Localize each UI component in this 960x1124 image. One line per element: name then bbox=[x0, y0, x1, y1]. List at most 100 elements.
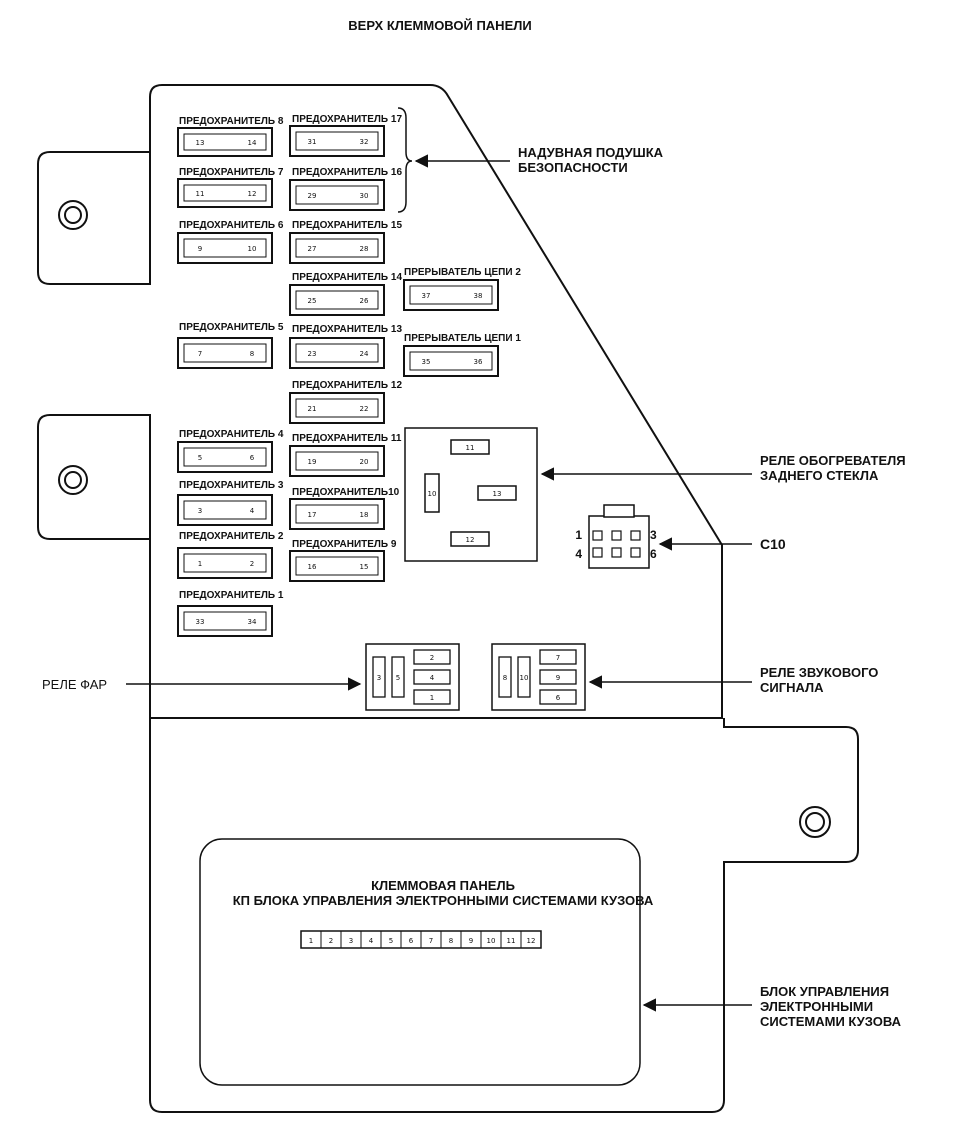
svg-text:РЕЛЕ ЗВУКОВОГО: РЕЛЕ ЗВУКОВОГО bbox=[760, 665, 878, 680]
svg-text:ПРЕДОХРАНИТЕЛЬ 8: ПРЕДОХРАНИТЕЛЬ 8 bbox=[179, 116, 284, 127]
bcm-pin: 3 bbox=[340, 931, 353, 948]
svg-text:36: 36 bbox=[474, 358, 483, 366]
svg-text:33: 33 bbox=[196, 618, 205, 626]
bcm-pin: 12 bbox=[520, 931, 536, 948]
svg-text:ПРЕРЫВАТЕЛЬ ЦЕПИ 1: ПРЕРЫВАТЕЛЬ ЦЕПИ 1 bbox=[404, 333, 521, 344]
svg-text:3: 3 bbox=[198, 507, 202, 515]
svg-text:12: 12 bbox=[466, 536, 475, 544]
bcm-pin: 9 bbox=[460, 931, 473, 948]
svg-text:12: 12 bbox=[527, 937, 536, 945]
svg-text:20: 20 bbox=[360, 458, 369, 466]
fuse-5: ПРЕДОХРАНИТЕЛЬ 5 7 8 bbox=[177, 322, 284, 369]
svg-text:ПРЕДОХРАНИТЕЛЬ 16: ПРЕДОХРАНИТЕЛЬ 16 bbox=[292, 167, 402, 178]
svg-text:29: 29 bbox=[308, 192, 317, 200]
svg-text:ПРЕДОХРАНИТЕЛЬ 1: ПРЕДОХРАНИТЕЛЬ 1 bbox=[179, 590, 284, 601]
svg-text:10: 10 bbox=[520, 674, 529, 682]
svg-text:13: 13 bbox=[196, 139, 205, 147]
svg-text:БЕЗОПАСНОСТИ: БЕЗОПАСНОСТИ bbox=[518, 160, 628, 175]
fuse-15: ПРЕДОХРАНИТЕЛЬ 15 27 28 bbox=[289, 220, 402, 264]
svg-text:ПРЕДОХРАНИТЕЛЬ 13: ПРЕДОХРАНИТЕЛЬ 13 bbox=[292, 324, 402, 335]
svg-text:17: 17 bbox=[308, 511, 317, 519]
panel-lower-body bbox=[149, 718, 859, 1113]
svg-text:9: 9 bbox=[556, 674, 560, 682]
airbag-callout: НАДУВНАЯ ПОДУШКА БЕЗОПАСНОСТИ bbox=[518, 145, 664, 175]
svg-text:ПРЕДОХРАНИТЕЛЬ 15: ПРЕДОХРАНИТЕЛЬ 15 bbox=[292, 220, 402, 231]
bcm-pin: 5 bbox=[380, 931, 393, 948]
fuse-10: ПРЕДОХРАНИТЕЛЬ10 17 18 bbox=[289, 487, 400, 530]
c10-connector: 1 3 4 6 bbox=[575, 504, 657, 569]
mounting-hole-icon bbox=[58, 465, 88, 495]
bcm-pin: 1 bbox=[309, 937, 313, 945]
svg-text:ПРЕДОХРАНИТЕЛЬ 4: ПРЕДОХРАНИТЕЛЬ 4 bbox=[179, 429, 284, 440]
svg-text:37: 37 bbox=[422, 292, 431, 300]
fuse-13: ПРЕДОХРАНИТЕЛЬ 13 23 24 bbox=[289, 324, 402, 369]
svg-text:ЗАДНЕГО СТЕКЛА: ЗАДНЕГО СТЕКЛА bbox=[760, 468, 879, 483]
svg-text:18: 18 bbox=[360, 511, 369, 519]
fuse-11: ПРЕДОХРАНИТЕЛЬ 11 19 20 bbox=[289, 433, 402, 477]
svg-text:5: 5 bbox=[198, 454, 202, 462]
svg-text:5: 5 bbox=[389, 937, 393, 945]
c10-callout: C10 bbox=[760, 536, 786, 552]
svg-text:11: 11 bbox=[466, 444, 475, 452]
svg-text:14: 14 bbox=[248, 139, 257, 147]
page-title: ВЕРХ КЛЕММОВОЙ ПАНЕЛИ bbox=[348, 18, 531, 33]
svg-text:2: 2 bbox=[430, 654, 434, 662]
bcm-callout: БЛОК УПРАВЛЕНИЯ ЭЛЕКТРОННЫМИ СИСТЕМАМИ К… bbox=[760, 984, 902, 1029]
fuse-14: ПРЕДОХРАНИТЕЛЬ 14 25 26 bbox=[289, 272, 402, 316]
svg-text:2: 2 bbox=[250, 560, 254, 568]
svg-text:4: 4 bbox=[369, 937, 374, 945]
fuse-1: ПРЕДОХРАНИТЕЛЬ 1 33 34 bbox=[177, 590, 284, 637]
svg-text:10: 10 bbox=[487, 937, 496, 945]
svg-text:7: 7 bbox=[198, 350, 202, 358]
bcm-pin: 2 bbox=[320, 931, 333, 948]
svg-text:28: 28 bbox=[360, 245, 369, 253]
fuse-9: ПРЕДОХРАНИТЕЛЬ 9 16 15 bbox=[289, 539, 397, 582]
rear-window-relay-callout: РЕЛЕ ОБОГРЕВАТЕЛЯ ЗАДНЕГО СТЕКЛА bbox=[760, 453, 906, 483]
svg-text:ПРЕДОХРАНИТЕЛЬ10: ПРЕДОХРАНИТЕЛЬ10 bbox=[292, 487, 400, 498]
svg-text:8: 8 bbox=[449, 937, 453, 945]
svg-text:1: 1 bbox=[198, 560, 202, 568]
svg-text:10: 10 bbox=[428, 490, 437, 498]
svg-text:15: 15 bbox=[360, 563, 369, 571]
svg-text:ПРЕДОХРАНИТЕЛЬ 5: ПРЕДОХРАНИТЕЛЬ 5 bbox=[179, 322, 284, 333]
svg-text:12: 12 bbox=[248, 190, 257, 198]
svg-text:26: 26 bbox=[360, 297, 369, 305]
svg-text:ПРЕДОХРАНИТЕЛЬ 2: ПРЕДОХРАНИТЕЛЬ 2 bbox=[179, 531, 284, 542]
svg-text:2: 2 bbox=[329, 937, 333, 945]
svg-text:РЕЛЕ ОБОГРЕВАТЕЛЯ: РЕЛЕ ОБОГРЕВАТЕЛЯ bbox=[760, 453, 906, 468]
fuse-7: ПРЕДОХРАНИТЕЛЬ 7 11 12 bbox=[177, 167, 284, 208]
bcm-pin: 6 bbox=[400, 931, 414, 948]
bcm-panel-subtitle: КП БЛОКА УПРАВЛЕНИЯ ЭЛЕКТРОННЫМИ СИСТЕМА… bbox=[233, 893, 654, 908]
svg-text:ПРЕДОХРАНИТЕЛЬ 3: ПРЕДОХРАНИТЕЛЬ 3 bbox=[179, 480, 284, 491]
svg-text:11: 11 bbox=[507, 937, 516, 945]
svg-text:24: 24 bbox=[360, 350, 369, 358]
svg-text:ПРЕДОХРАНИТЕЛЬ 9: ПРЕДОХРАНИТЕЛЬ 9 bbox=[292, 539, 397, 550]
bcm-pin: 11 bbox=[500, 931, 516, 948]
svg-text:1: 1 bbox=[575, 528, 582, 542]
headlamp-relay-callout: РЕЛЕ ФАР bbox=[42, 677, 107, 692]
panel-outline bbox=[37, 84, 723, 719]
svg-text:31: 31 bbox=[308, 138, 317, 146]
svg-text:ПРЕДОХРАНИТЕЛЬ 12: ПРЕДОХРАНИТЕЛЬ 12 bbox=[292, 380, 402, 391]
svg-text:8: 8 bbox=[250, 350, 254, 358]
bcm-pin: 4 bbox=[360, 931, 374, 948]
fuse-2: ПРЕДОХРАНИТЕЛЬ 2 1 2 bbox=[177, 531, 284, 579]
svg-text:19: 19 bbox=[308, 458, 317, 466]
horn-relay-callout: РЕЛЕ ЗВУКОВОГО СИГНАЛА bbox=[760, 665, 878, 695]
svg-text:9: 9 bbox=[198, 245, 202, 253]
svg-text:3: 3 bbox=[349, 937, 353, 945]
svg-text:9: 9 bbox=[469, 937, 473, 945]
airbag-brace bbox=[397, 107, 413, 213]
fuse-3: ПРЕДОХРАНИТЕЛЬ 3 3 4 bbox=[177, 480, 284, 526]
svg-text:НАДУВНАЯ ПОДУШКА: НАДУВНАЯ ПОДУШКА bbox=[518, 145, 664, 160]
svg-text:34: 34 bbox=[248, 618, 257, 626]
svg-text:13: 13 bbox=[493, 490, 502, 498]
svg-text:ЭЛЕКТРОННЫМИ: ЭЛЕКТРОННЫМИ bbox=[760, 999, 873, 1014]
mounting-hole-icon bbox=[58, 200, 88, 230]
svg-text:7: 7 bbox=[556, 654, 560, 662]
svg-text:22: 22 bbox=[360, 405, 369, 413]
svg-text:21: 21 bbox=[308, 405, 317, 413]
svg-text:СИСТЕМАМИ КУЗОВА: СИСТЕМАМИ КУЗОВА bbox=[760, 1014, 902, 1029]
svg-text:30: 30 bbox=[360, 192, 369, 200]
svg-text:32: 32 bbox=[360, 138, 369, 146]
